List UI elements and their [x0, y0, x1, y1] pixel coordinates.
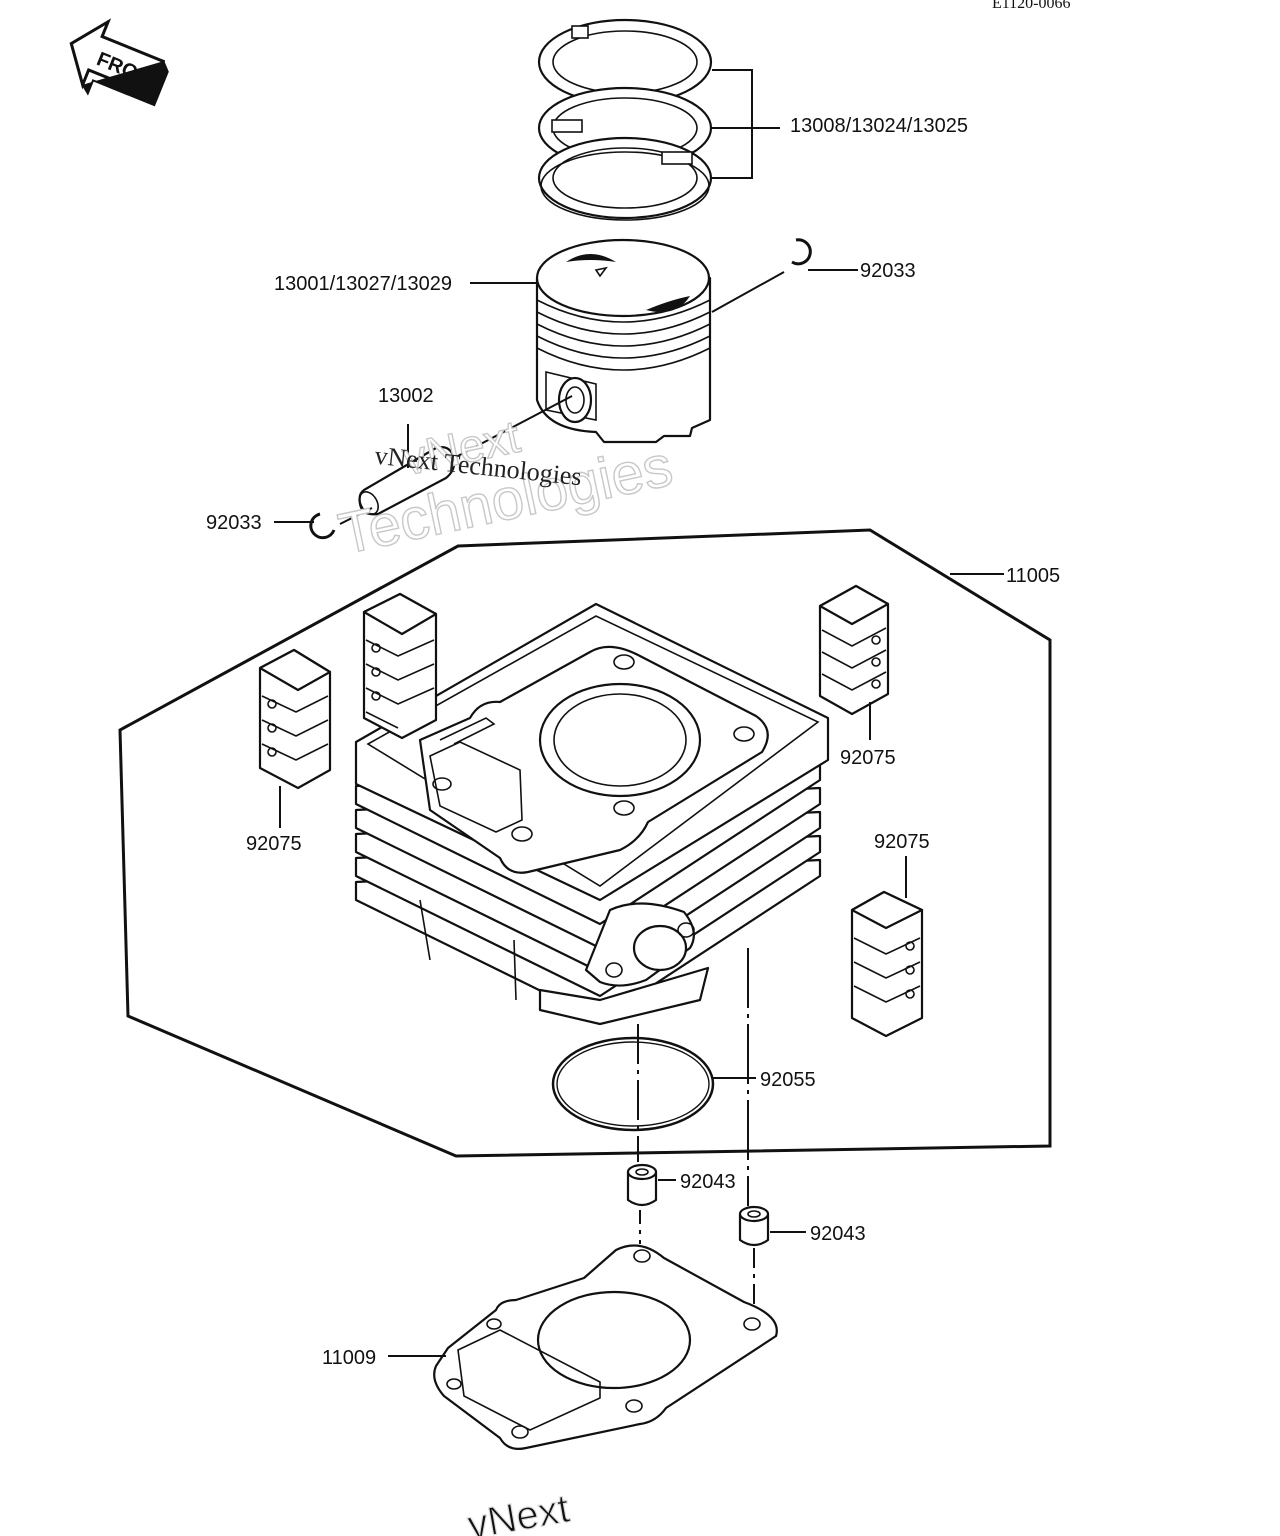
label-damper-left: 92075	[246, 833, 302, 855]
label-cylinder: 11005	[1006, 565, 1060, 587]
label-dowel-pin-left: 92043	[680, 1171, 736, 1193]
dowel-pin-right-icon	[738, 1205, 770, 1247]
label-piston-pin: 13002	[378, 385, 434, 407]
rubber-damper-left-icon	[258, 648, 332, 790]
o-ring-icon	[551, 1036, 715, 1132]
rubber-damper-right-bottom-icon	[850, 890, 924, 1038]
piston-rings-icon	[537, 18, 713, 221]
cylinder-assembly-frame	[118, 528, 1052, 1158]
label-snap-ring-right: 92033	[860, 260, 916, 282]
label-piston: 13001/13027/13029	[274, 273, 452, 295]
front-arrow-icon: FRONT	[69, 18, 169, 107]
label-damper-right-bottom: 92075	[874, 831, 930, 853]
label-snap-ring-left: 92033	[206, 512, 262, 534]
label-piston-rings: 13008/13024/13025	[790, 115, 968, 137]
watermark-faded: vNext	[464, 1487, 572, 1536]
label-o-ring: 92055	[760, 1069, 816, 1091]
rubber-damper-left-top-icon	[362, 592, 438, 740]
snap-ring-right-icon	[791, 238, 812, 266]
label-dowel-pin-right: 92043	[810, 1223, 866, 1245]
base-gasket-icon	[433, 1244, 778, 1450]
dowel-pin-left-icon	[626, 1163, 658, 1207]
drawing-code: E1120-0066	[992, 0, 1071, 12]
snap-ring-left-icon	[309, 512, 336, 540]
label-damper-right-top: 92075	[840, 747, 896, 769]
rubber-damper-right-top-icon	[818, 584, 890, 716]
piston-icon	[535, 238, 712, 444]
label-base-gasket: 11009	[322, 1347, 376, 1369]
cylinder-block-icon	[354, 602, 830, 1026]
piston-pin-icon	[358, 446, 456, 516]
